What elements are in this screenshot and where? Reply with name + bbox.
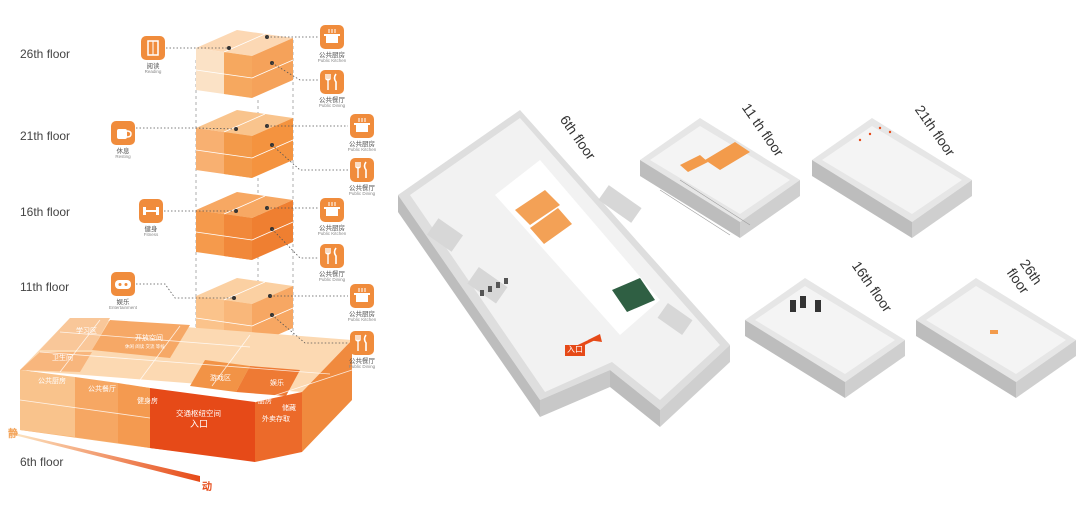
zone-label-storage: 储藏 xyxy=(282,405,296,412)
floor-label-6: 6th floor xyxy=(20,455,64,469)
plan-16th-floor xyxy=(745,278,905,398)
kitchen-icon xyxy=(350,114,374,138)
dining-icon xyxy=(350,158,374,182)
resting-icon xyxy=(111,121,135,145)
reading-icon xyxy=(141,36,165,60)
zone-label-transport-hub: 交通枢纽空间 xyxy=(176,409,221,418)
plan-26th-floor xyxy=(916,278,1076,398)
entrance-label: 入口 xyxy=(565,345,585,356)
block-16th-floor xyxy=(195,192,294,260)
zone-label-game-area: 游戏区 xyxy=(210,375,231,382)
zone-label-gym: 健身房 xyxy=(137,398,158,405)
block-21th-floor xyxy=(195,110,294,178)
entertainment-icon xyxy=(111,272,135,296)
zone-label-public-kitchen: 公共厨房 xyxy=(38,378,66,385)
activity-scale-bar xyxy=(10,432,200,482)
dining-icon xyxy=(320,244,344,268)
floor-label-21: 21th floor xyxy=(20,129,71,143)
floor-label-16: 16th floor xyxy=(20,205,71,219)
zone-label-open-space-sub: 休闲 阅读 交流 等候 xyxy=(125,344,165,349)
zone-label-kitchen: 厨房 xyxy=(258,398,272,405)
kitchen-icon xyxy=(320,198,344,222)
plan-21th-floor xyxy=(812,118,972,238)
block-26th-floor xyxy=(195,30,294,98)
plan-6th-floor xyxy=(398,110,730,427)
dining-icon xyxy=(350,331,374,355)
floor-label-26: 26th floor xyxy=(20,47,71,61)
block-6th-floor xyxy=(19,318,353,462)
zone-label-entertainment: 娱乐 xyxy=(270,380,284,387)
kitchen-icon xyxy=(320,25,344,49)
zone-label-entrance: 入口 xyxy=(190,419,209,429)
zone-label-public-dining: 公共餐厅 xyxy=(88,386,116,393)
zone-label-study: 学习区 xyxy=(76,328,97,335)
dining-icon xyxy=(320,70,344,94)
zone-label-open-space: 开放空间 xyxy=(135,335,163,342)
scale-label-active: 动 xyxy=(202,482,212,493)
fitness-icon xyxy=(139,199,163,223)
kitchen-icon xyxy=(350,284,374,308)
zone-label-takeout: 外卖存取 xyxy=(262,416,290,423)
plan-11th-floor xyxy=(640,118,800,238)
floor-label-11: 11th floor xyxy=(20,280,70,294)
scale-label-quiet: 静 xyxy=(8,429,18,440)
zone-label-restroom: 卫生间 xyxy=(52,355,73,362)
